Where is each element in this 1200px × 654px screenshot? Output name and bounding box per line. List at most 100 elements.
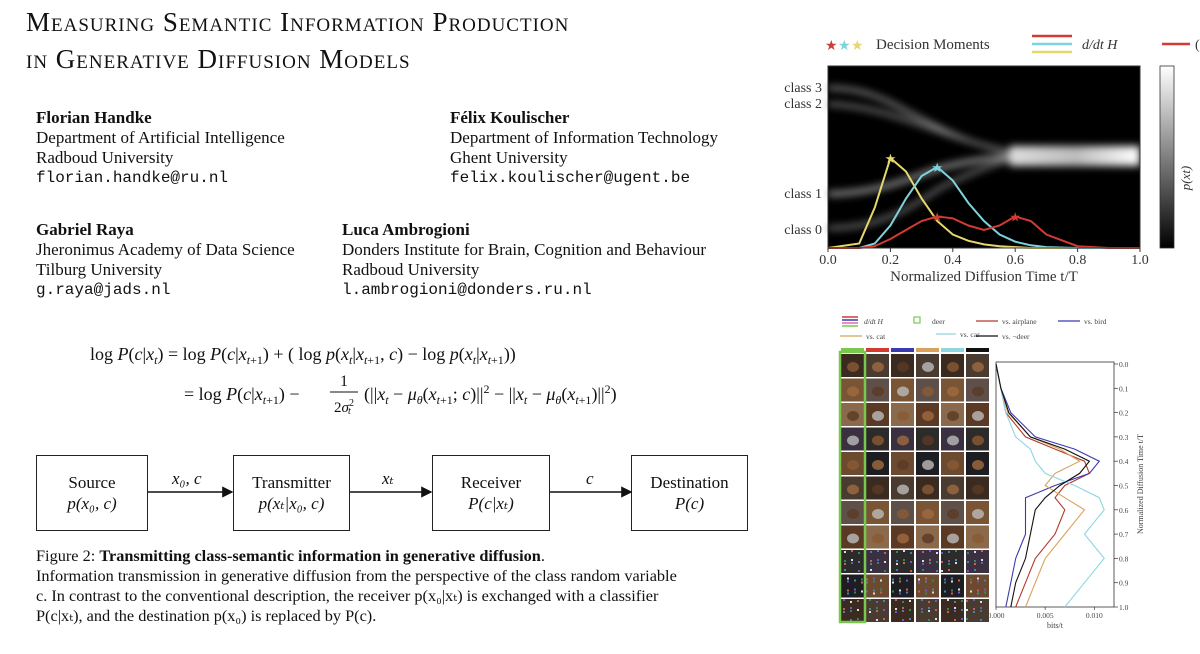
noise-pixel [980,619,982,621]
subject-blob [872,509,884,519]
noise-pixel [850,619,852,621]
noise-pixel [970,581,972,584]
caption-line: Information transmission in generative d… [36,566,677,585]
author-email[interactable]: g.raya@jads.nl [36,281,171,299]
paper-title: Measuring Semantic Information Productio… [26,4,569,78]
y-tick-label: 0.7 [1119,530,1129,539]
author-affiliation: Department of Information Technology [450,128,719,147]
y-tick-label: 1.0 [1119,603,1129,612]
author-email[interactable]: florian.handke@ru.nl [36,169,229,187]
subject-blob [847,362,859,372]
subject-blob [847,435,859,446]
subject-blob [872,484,884,495]
noise-pixel [880,591,882,594]
legend-cat: vs. cat [866,332,886,341]
diagram-box-sub: P(c|xₜ) [468,494,514,513]
noise-pixel [870,563,872,565]
noise-pixel [903,562,905,564]
x-axis-label: Normalized Diffusion Time t/T [890,269,1078,285]
noise-pixel [955,550,957,552]
legend-airplane: vs. airplane [1002,317,1037,326]
legend-star-red: ★ [825,39,838,54]
noise-pixel [958,591,960,594]
noise-pixel [967,561,969,563]
noise-pixel [843,608,845,610]
noise-pixel [981,562,983,564]
noise-pixel [866,581,868,584]
caption-line: c. In contrast to the conventional descr… [36,586,659,605]
diagram-box-label: Receiver [460,473,522,492]
bits-series-line [995,363,1086,608]
noise-pixel [895,608,897,610]
equation-line1: log P(c|xt) = log P(c|xt+1) + ( log p(xt… [90,344,516,367]
noise-pixel [844,560,846,562]
noise-pixel [877,550,879,552]
noise-pixel [847,589,849,592]
noise-pixel [896,551,898,553]
bits-plot-frame [995,361,1115,608]
noise-pixel [981,559,983,561]
subject-blob [922,460,934,470]
noise-pixel [925,589,927,592]
noise-pixel [961,618,963,620]
bits-series-line [995,363,1105,608]
grid-image-cell [941,599,964,622]
noise-pixel [925,592,927,595]
decision-star-0: ★ [885,151,897,166]
bits-series [995,363,1105,608]
noise-pixel [954,619,956,621]
heatmap: ★★★★ [827,66,1140,249]
x-tick-label: 0.010 [1086,611,1103,620]
noise-pixel [928,610,930,612]
subject-blob [972,435,984,446]
x-tick-label: 0.0 [819,253,837,268]
noise-pixel [966,609,968,611]
noise-pixel [929,562,931,564]
subject-blob [897,484,909,495]
noise-pixel [941,561,943,563]
noise-pixel [935,609,937,611]
noise-pixel [984,588,986,591]
noise-pixel [873,577,875,580]
subject-blob [897,533,909,544]
author-email[interactable]: l.ambrogioni@donders.ru.nl [342,281,592,299]
noise-pixel [966,600,968,602]
noise-pixel [981,550,983,552]
noise-pixel [869,608,871,610]
noise-pixel [948,551,950,553]
noise-pixel [973,608,975,610]
subject-blob [897,411,909,421]
subject-blob [947,484,959,495]
noise-pixel [928,619,930,621]
colorbar [1159,65,1175,249]
legend-deer: deer [932,317,945,326]
author-email[interactable]: felix.koulischer@ugent.be [450,169,691,187]
noise-pixel [909,600,911,602]
colorbar-label: p(xt) [1178,166,1193,192]
noise-pixel [844,563,846,565]
noise-pixel [861,578,863,581]
noise-pixel [948,563,950,565]
author-affiliation: Tilburg University [36,260,163,279]
noise-pixel [935,600,937,602]
noise-pixel [873,580,875,583]
legend-extra: ( [1195,38,1200,53]
subject-blob [972,533,984,544]
x-tick-label: 0.6 [1006,253,1024,268]
noise-pixel [892,581,894,584]
noise-pixel [980,610,982,612]
noise-pixel [876,619,878,621]
subject-blob [847,386,859,397]
subject-blob [972,411,984,421]
noise-pixel [850,610,852,612]
author-name: Félix Koulischer [450,108,570,127]
caption-line: P(c|xₜ), and the destination p(x₀) is re… [36,606,377,625]
class-label-3: class 3 [784,81,822,96]
noise-pixel [970,590,972,593]
subject-blob [897,460,909,470]
grid-image-cell [866,574,889,598]
noise-pixel [944,590,946,593]
noise-pixel [851,562,853,564]
